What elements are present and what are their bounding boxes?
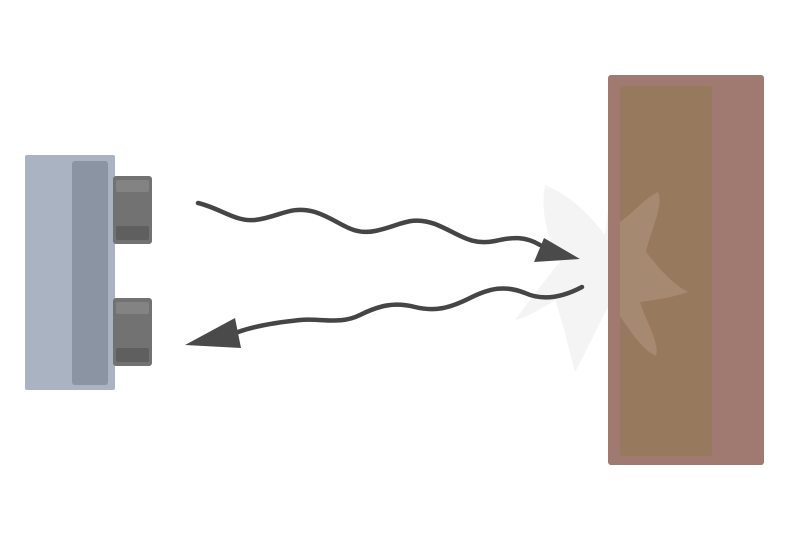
sensor-side-panel	[72, 161, 108, 385]
wall-inner-panel	[620, 86, 712, 456]
lower-transducer	[113, 298, 152, 366]
ultrasonic-sensor-icon	[25, 155, 152, 390]
splash-glow	[515, 185, 612, 372]
wavy-arrow-left-icon	[185, 284, 585, 348]
outgoing-wave	[195, 200, 543, 248]
returning-arrowhead	[185, 318, 241, 348]
wavy-arrow-right-icon	[195, 200, 580, 262]
outgoing-arrowhead	[534, 238, 580, 262]
upper-transducer	[113, 176, 152, 244]
returning-wave	[235, 284, 585, 335]
wall-impact-star	[620, 192, 688, 356]
wall-icon	[608, 75, 764, 465]
